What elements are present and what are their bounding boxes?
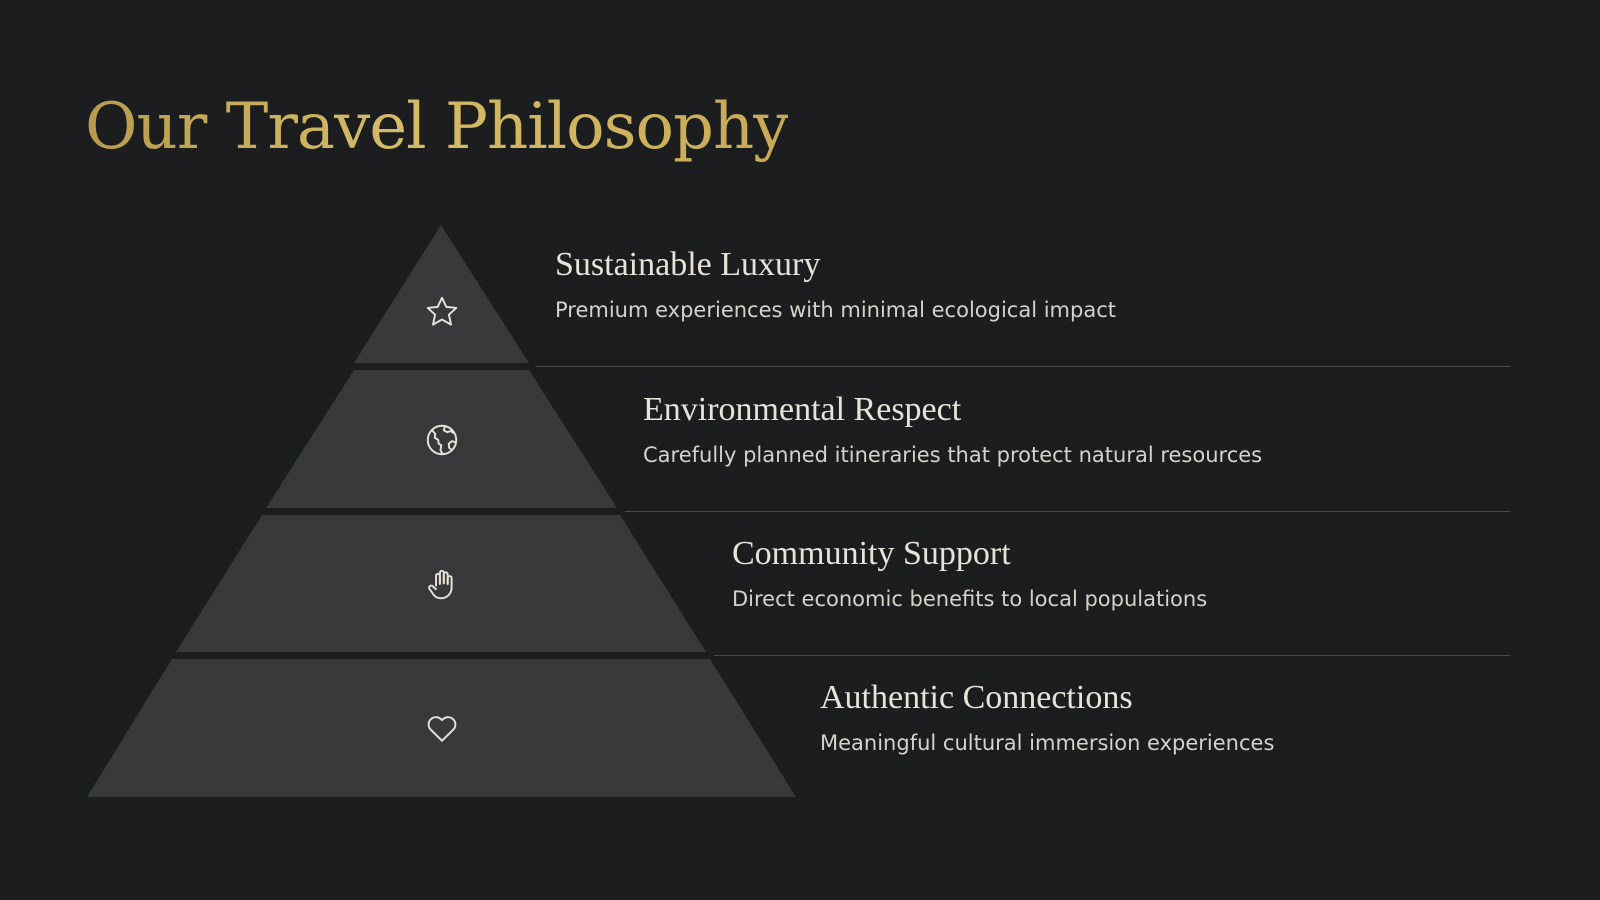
tier-1-description: Premium experiences with minimal ecologi… — [555, 298, 1116, 323]
divider-1 — [536, 366, 1510, 367]
tier-3-text: Community Support Direct economic benefi… — [732, 534, 1510, 612]
page-title: Our Travel Philosophy — [85, 90, 789, 164]
pyramid-tier-4 — [87, 659, 796, 797]
tier-1-title: Sustainable Luxury — [555, 246, 821, 283]
tier-2-title: Environmental Respect — [643, 391, 962, 428]
heart-icon — [424, 710, 460, 746]
pyramid-tier-1 — [354, 225, 529, 363]
tier-1-text: Sustainable Luxury Premium experiences w… — [555, 245, 1510, 323]
star-icon — [424, 294, 460, 330]
tier-3-title: Community Support — [732, 535, 1011, 572]
divider-2 — [625, 511, 1510, 512]
tier-4-text: Authentic Connections Meaningful cultura… — [820, 678, 1510, 756]
tier-3-description: Direct economic benefits to local popula… — [732, 587, 1208, 612]
tier-4-title: Authentic Connections — [820, 679, 1133, 716]
tier-4-description: Meaningful cultural immersion experience… — [820, 731, 1275, 756]
tier-2-text: Environmental Respect Carefully planned … — [643, 390, 1510, 468]
divider-3 — [714, 655, 1510, 656]
globe-icon — [424, 422, 460, 458]
hand-icon — [424, 566, 460, 602]
pyramid-tier-3 — [176, 515, 706, 652]
tier-2-description: Carefully planned itineraries that prote… — [643, 443, 1263, 468]
pyramid-tier-2 — [266, 370, 617, 508]
